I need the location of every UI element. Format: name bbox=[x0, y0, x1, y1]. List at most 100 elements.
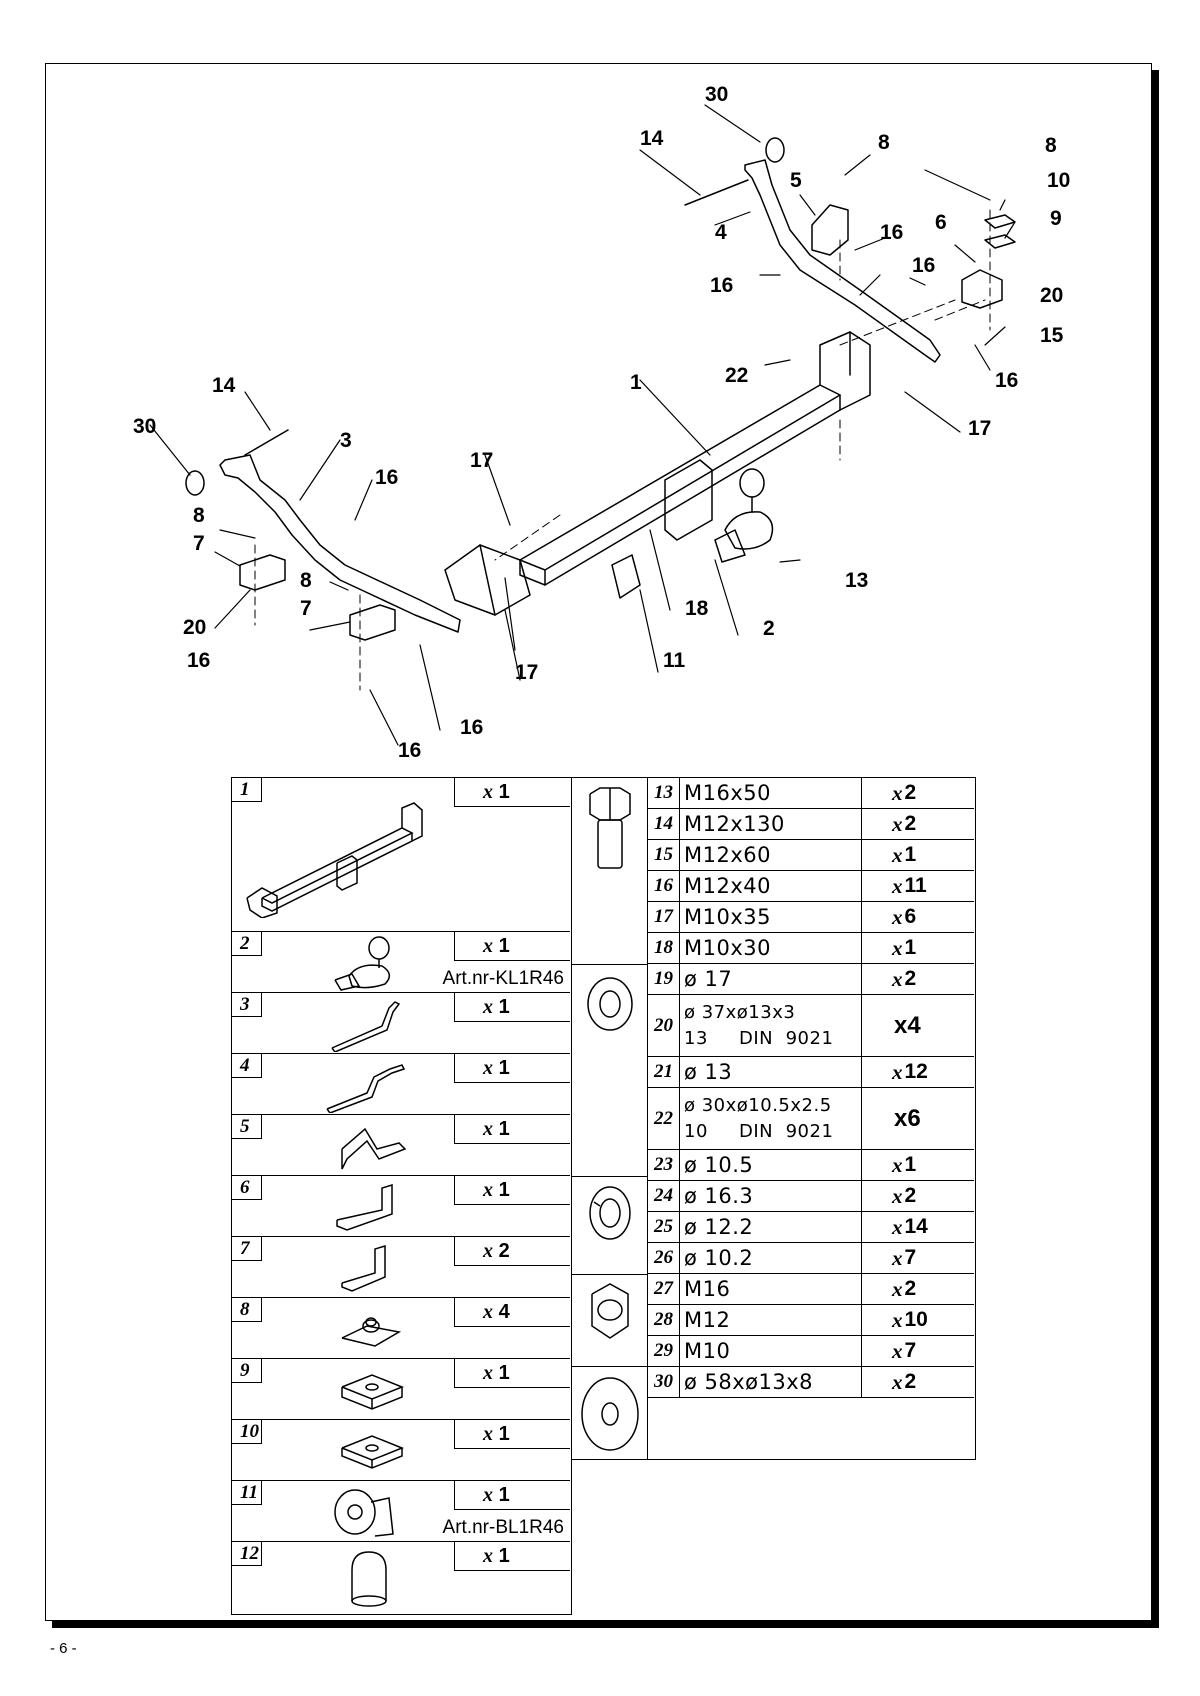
callout-30: 30 bbox=[705, 83, 729, 106]
hardware-description: M16 bbox=[680, 1274, 862, 1304]
hardware-number: 20 bbox=[648, 995, 680, 1056]
hardware-description: M12x130 bbox=[680, 809, 862, 839]
callout-16: 16 bbox=[995, 369, 1019, 392]
page-number: - 6 - bbox=[50, 1640, 77, 1657]
part-number: 8 bbox=[232, 1298, 262, 1322]
hardware-number: 15 bbox=[648, 840, 680, 870]
part-quantity: x 1 bbox=[454, 932, 570, 961]
callout-16: 16 bbox=[398, 739, 422, 762]
callout-13: 13 bbox=[845, 569, 869, 592]
part-row-4: 4 x 1 bbox=[232, 1054, 570, 1115]
part-quantity: x 1 bbox=[454, 1176, 570, 1205]
part-row-9: 9 x 1 bbox=[232, 1359, 570, 1420]
part-quantity: x 1 bbox=[454, 1115, 570, 1144]
part-quantity: x 1 bbox=[454, 1542, 570, 1571]
hardware-number: 23 bbox=[648, 1150, 680, 1180]
callout-7: 7 bbox=[300, 597, 312, 620]
callout-20: 20 bbox=[183, 616, 207, 639]
flat-washer-icon bbox=[587, 977, 633, 1031]
part-number: 2 bbox=[232, 932, 262, 956]
parts-table: 1 x 1 2 x 1 Art.nr-KL1R46 3 x 1 4 x 1 bbox=[231, 777, 572, 1615]
hardware-number: 28 bbox=[648, 1305, 680, 1335]
part-row-1: 1 x 1 bbox=[232, 778, 570, 932]
callout-17: 17 bbox=[470, 449, 494, 472]
part-side-arm-icon bbox=[331, 1001, 401, 1052]
hardware-number: 29 bbox=[648, 1336, 680, 1366]
callout-15: 15 bbox=[1040, 324, 1064, 347]
hardware-number: 26 bbox=[648, 1243, 680, 1273]
callout-16: 16 bbox=[710, 274, 734, 297]
part-row-7: 7 x 2 bbox=[232, 1237, 570, 1298]
part-number: 5 bbox=[232, 1115, 262, 1139]
callout-1: 1 bbox=[630, 371, 642, 394]
part-quantity: x 1 bbox=[454, 1481, 570, 1510]
callout-8: 8 bbox=[300, 569, 312, 592]
part-number: 4 bbox=[232, 1054, 262, 1078]
part-quantity: x 1 bbox=[454, 778, 570, 807]
callout-14: 14 bbox=[640, 127, 664, 150]
part-ball-hitch-icon bbox=[334, 936, 391, 991]
hardware-number: 19 bbox=[648, 964, 680, 994]
part-side-arm-icon bbox=[326, 1064, 406, 1113]
part-bracket-icon bbox=[341, 1244, 386, 1292]
part-row-2: 2 x 1 Art.nr-KL1R46 bbox=[232, 932, 570, 993]
hardware-number: 13 bbox=[648, 778, 680, 808]
callout-16: 16 bbox=[912, 254, 936, 277]
part-row-3: 3 x 1 bbox=[232, 993, 570, 1054]
hardware-description: M10 bbox=[680, 1336, 862, 1366]
callout-16: 16 bbox=[375, 466, 399, 489]
part-bracket-icon bbox=[336, 1183, 393, 1231]
callout-8: 8 bbox=[1045, 134, 1057, 157]
part-ball-cap-icon bbox=[351, 1551, 387, 1607]
part-number: 1 bbox=[232, 778, 262, 802]
part-quantity: x 1 bbox=[454, 993, 570, 1022]
part-row-6: 6 x 1 bbox=[232, 1176, 570, 1237]
part-bracket-icon bbox=[341, 1127, 407, 1170]
hardware-description: ø 12.2 bbox=[680, 1212, 862, 1242]
hardware-number: 16 bbox=[648, 871, 680, 901]
callout-5: 5 bbox=[790, 169, 802, 192]
hardware-quantity: x4 bbox=[894, 1011, 921, 1039]
part-cage-nut-icon bbox=[341, 1317, 402, 1347]
callout-30: 30 bbox=[133, 415, 157, 438]
part-quantity: x 1 bbox=[454, 1420, 570, 1449]
callout-3: 3 bbox=[340, 429, 352, 452]
hardware-description: ø 16.3 bbox=[680, 1181, 862, 1211]
callout-6: 6 bbox=[935, 211, 947, 234]
part-number: 7 bbox=[232, 1237, 262, 1261]
hardware-number: 30 bbox=[648, 1367, 680, 1397]
part-spacer-icon bbox=[341, 1374, 405, 1410]
callout-16: 16 bbox=[460, 716, 484, 739]
part-number: 10 bbox=[232, 1420, 262, 1444]
callout-8: 8 bbox=[878, 131, 890, 154]
large-washer-icon bbox=[581, 1377, 639, 1451]
part-row-5: 5 x 1 bbox=[232, 1115, 570, 1176]
part-row-11: 11 x 1 Art.nr-BL1R46 bbox=[232, 1481, 570, 1542]
part-number: 12 bbox=[232, 1542, 262, 1566]
hardware-empty-area bbox=[648, 1398, 974, 1460]
part-number: 6 bbox=[232, 1176, 262, 1200]
callout-7: 7 bbox=[193, 532, 205, 555]
